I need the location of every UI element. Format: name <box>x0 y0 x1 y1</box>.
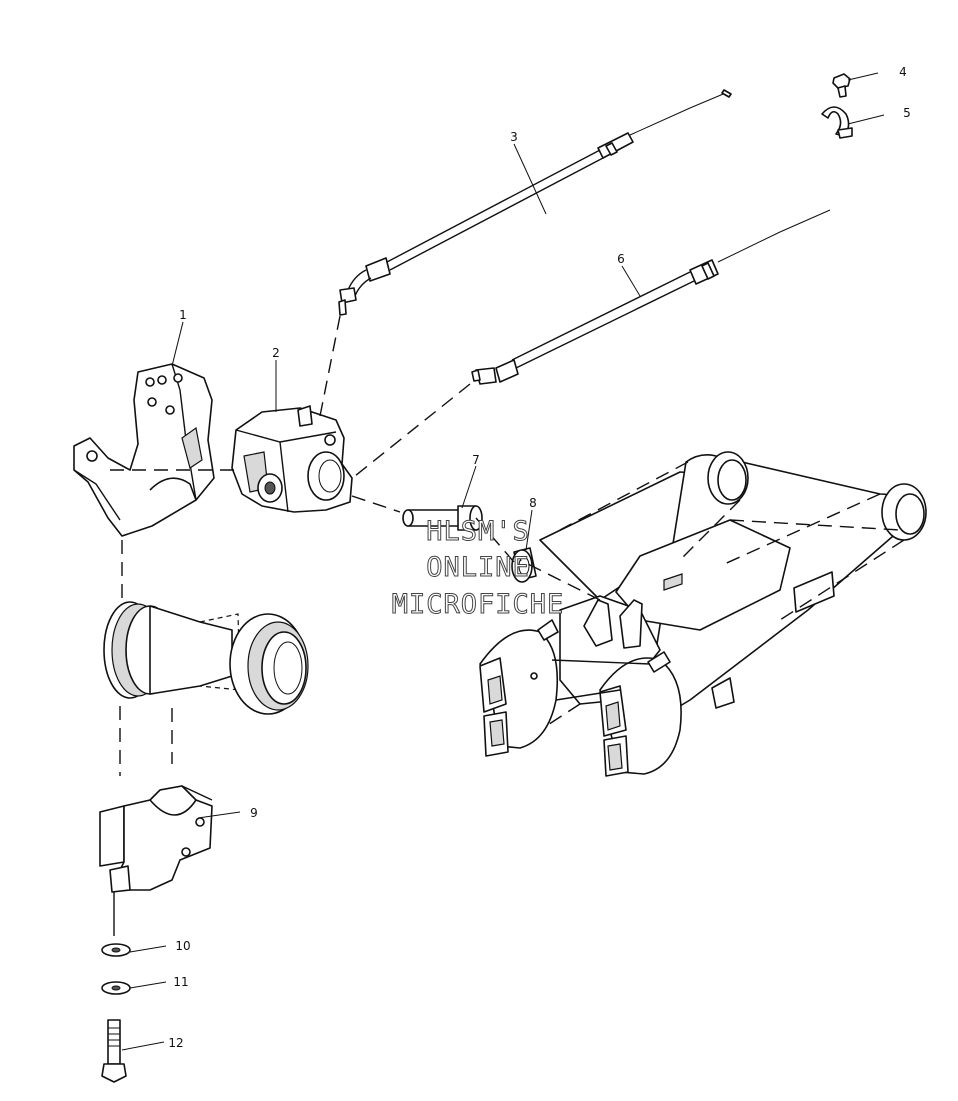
callout-labels: 1 2 3 4 5 6 7 8 9 10 11 12 <box>168 65 910 1050</box>
clamp-5 <box>821 106 853 139</box>
axle-housing <box>103 601 309 715</box>
callout-3: 3 <box>510 130 518 144</box>
brake-caliper-2 <box>231 405 353 513</box>
callout-7: 7 <box>472 453 480 467</box>
watermark: HLSM'S ONLINE MICROFICHE <box>391 516 565 621</box>
callout-5: 5 <box>903 106 911 120</box>
callout-2: 2 <box>272 346 280 360</box>
callout-10: 10 <box>175 939 190 953</box>
bolt-4 <box>832 73 851 98</box>
callout-6: 6 <box>617 252 625 266</box>
callout-8: 8 <box>529 496 537 510</box>
leader-lines <box>121 72 885 1051</box>
callout-11: 11 <box>173 975 188 989</box>
callout-12: 12 <box>168 1036 183 1050</box>
washer-11 <box>101 981 131 995</box>
pin-7 <box>402 505 483 531</box>
callout-9: 9 <box>250 806 258 820</box>
watermark-line-2: ONLINE <box>426 552 530 583</box>
lower-bracket-9 <box>99 785 213 893</box>
brake-cable-3 <box>338 89 732 316</box>
watermark-line-1: HLSM'S <box>426 516 530 547</box>
brake-cable-6 <box>471 209 831 385</box>
watermark-line-3: MICROFICHE <box>392 589 565 620</box>
caliper-bracket-1 <box>73 363 215 537</box>
swing-arm <box>479 451 927 777</box>
callout-1: 1 <box>179 308 187 322</box>
bolt-12 <box>101 1019 127 1083</box>
assembly-lines <box>110 315 515 936</box>
washer-10 <box>101 943 131 957</box>
bushing-8 <box>511 547 537 583</box>
callout-4: 4 <box>899 65 907 79</box>
